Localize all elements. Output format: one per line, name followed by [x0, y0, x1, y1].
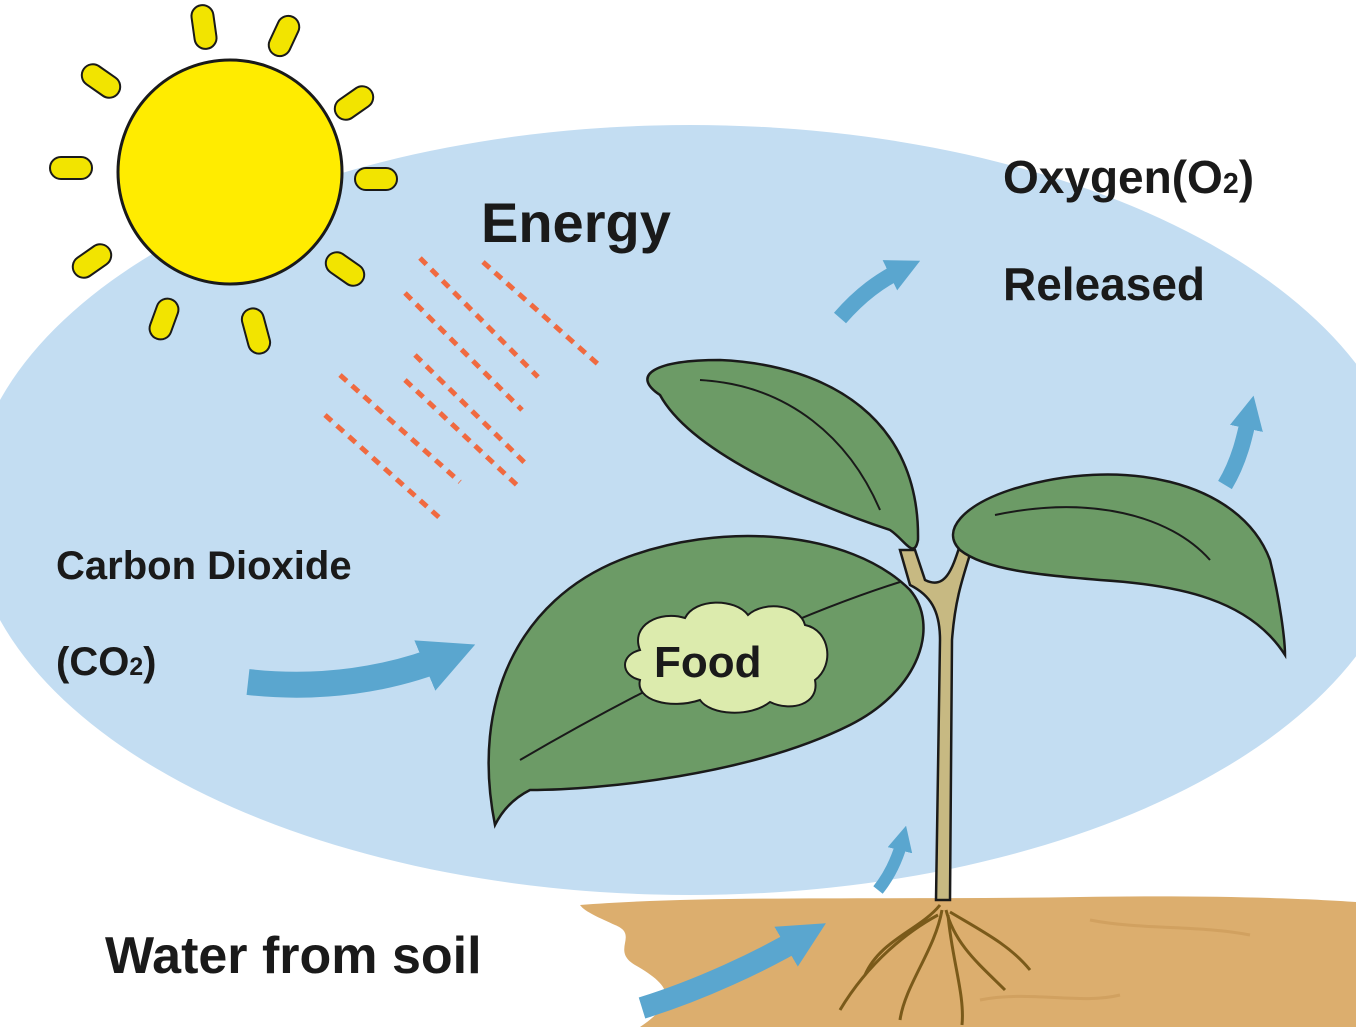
flow-arrows: [246, 260, 1263, 1019]
water-arrow-stem: [873, 825, 913, 894]
water-from-soil-label: Water from soil: [105, 927, 482, 985]
oxygen-subscript: 2: [1222, 168, 1239, 200]
soil-ground: [580, 896, 1356, 1027]
plant-stem: [898, 543, 974, 902]
soil-texture: [979, 918, 1251, 1002]
co2-subscript: 2: [129, 654, 144, 681]
plant-roots: [838, 904, 1032, 1026]
food-cloud: [624, 601, 829, 714]
oxygen-close-paren: ): [1238, 151, 1255, 203]
carbon-dioxide-label: Carbon Dioxide: [56, 544, 352, 588]
sun: [116, 58, 344, 286]
sun-rays: [49, 4, 398, 355]
co2-arrow: [246, 640, 476, 698]
water-arrow-soil: [638, 923, 826, 1019]
oxygen-text: Oxygen(O: [1003, 151, 1223, 203]
food-label: Food: [654, 638, 762, 687]
leaf-top: [646, 358, 920, 550]
co2-text: (CO: [56, 640, 130, 684]
oxygen-arrow-left: [833, 260, 921, 324]
co2-label: (CO2): [56, 640, 156, 685]
oxygen-arrow-right: [1218, 395, 1263, 490]
leaf-right: [951, 473, 1287, 660]
energy-light-lines: [323, 256, 602, 522]
co2-close-paren: ): [143, 640, 157, 684]
oxygen-label: Oxygen(O2): [1003, 150, 1254, 204]
sky-background: [0, 125, 1356, 895]
released-label: Released: [1003, 258, 1206, 310]
energy-label: Energy: [481, 191, 671, 254]
